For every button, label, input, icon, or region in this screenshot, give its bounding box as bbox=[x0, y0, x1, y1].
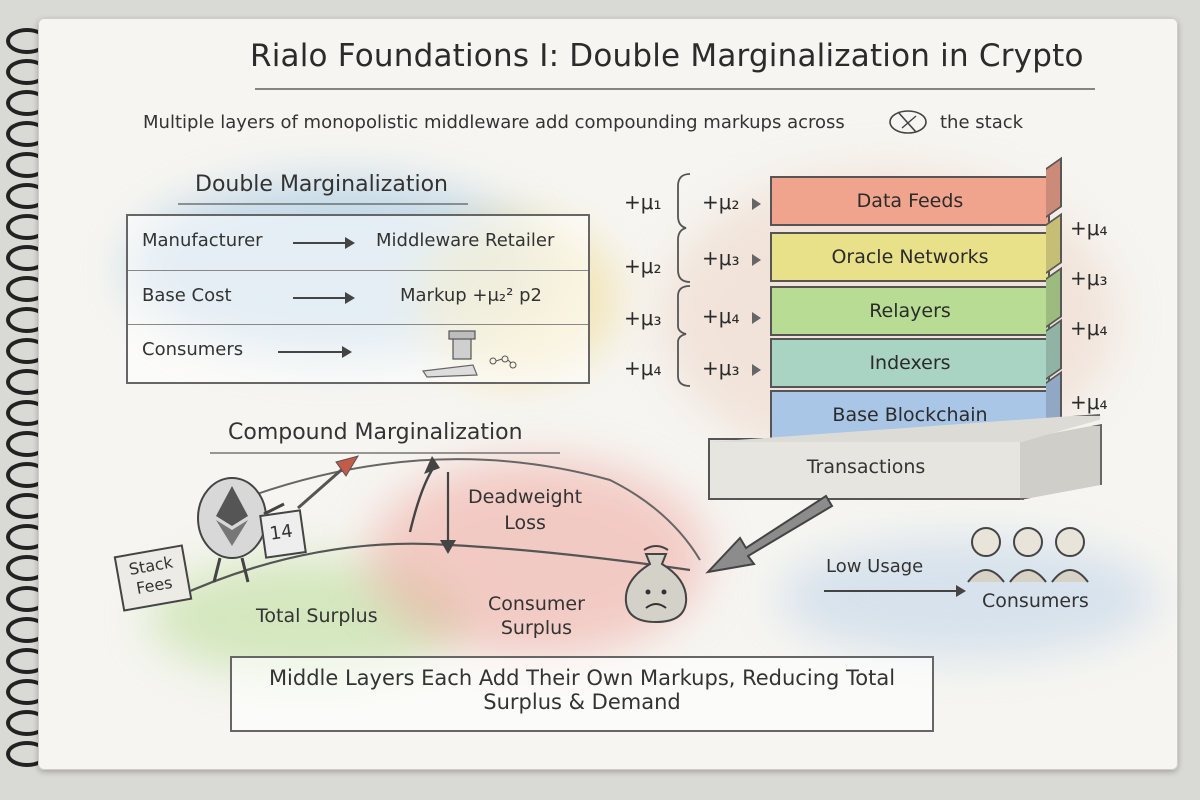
inner-markup-label: +μ₃ bbox=[702, 246, 740, 270]
deadweight-loss-label: Deadweight Loss bbox=[468, 484, 582, 536]
color-wash-right bbox=[778, 538, 1158, 658]
conclusion-line-2: Surplus & Demand bbox=[483, 690, 681, 714]
conclusion-line-1: Middle Layers Each Add Their Own Markups… bbox=[268, 666, 896, 690]
pointer-arrow-icon bbox=[752, 364, 761, 376]
transactions-base: Transactions bbox=[708, 438, 1024, 500]
double-marginalization-table: Manufacturer Middleware Retailer Base Co… bbox=[126, 214, 590, 384]
markup-brackets bbox=[677, 173, 691, 387]
surplus-curve-diagram bbox=[169, 455, 701, 601]
stack-layer-data-feeds: Data Feeds bbox=[770, 156, 1062, 226]
consumer-surplus-line-1: Consumer bbox=[488, 593, 585, 615]
right-markup-label: +μ₄ bbox=[1070, 316, 1108, 340]
right-markup-label: +μ₃ bbox=[1070, 266, 1108, 290]
dm-row-base-cost: Base Cost Markup +μ₂² p2 bbox=[128, 270, 588, 323]
title-underline bbox=[255, 88, 1095, 90]
dm-row-left: Consumers bbox=[142, 339, 244, 360]
dm-row-manufacturer: Manufacturer Middleware Retailer bbox=[128, 216, 588, 268]
page-subtitle-end: the stack bbox=[940, 112, 1024, 133]
consumer-surplus-label: Consumer Surplus bbox=[488, 592, 585, 640]
page-subtitle: Multiple layers of monopolistic middlewa… bbox=[143, 112, 845, 133]
low-usage-label: Low Usage bbox=[826, 556, 924, 577]
transactions-label: Transactions bbox=[806, 456, 926, 478]
right-markup-label: +μ₄ bbox=[1070, 216, 1108, 240]
dm-row-left: Base Cost bbox=[142, 285, 232, 306]
pointer-arrow-icon bbox=[752, 198, 761, 210]
outer-markup-label: +μ₁ bbox=[624, 190, 662, 214]
stack-layer-label: Oracle Networks bbox=[831, 246, 989, 268]
deadweight-line-2: Loss bbox=[504, 512, 546, 534]
dm-row-right: Middleware Retailer bbox=[376, 230, 555, 251]
stack-layer-oracle-networks: Oracle Networks bbox=[770, 212, 1062, 282]
page-title: Rialo Foundations I: Double Marginalizat… bbox=[250, 38, 1084, 74]
double-marginalization-underline bbox=[178, 203, 468, 205]
dm-row-left: Manufacturer bbox=[142, 230, 263, 251]
outer-markup-label: +μ₂ bbox=[624, 254, 662, 278]
inner-markup-label: +μ₄ bbox=[702, 304, 740, 328]
deadweight-line-1: Deadweight bbox=[468, 486, 583, 508]
stack-layer-indexers: Indexers bbox=[770, 318, 1062, 388]
arrow-right-icon bbox=[824, 585, 966, 597]
arrow-right-icon bbox=[293, 237, 355, 249]
conclusion-box: Middle Layers Each Add Their Own Markups… bbox=[230, 656, 934, 732]
ladder-sketch-icon bbox=[421, 330, 517, 378]
outer-markup-label: +μ₄ bbox=[624, 356, 662, 380]
inner-markup-label: +μ₃ bbox=[702, 356, 740, 380]
dm-row-right: Markup +μ₂² p2 bbox=[400, 285, 542, 306]
inner-markup-label: +μ₂ bbox=[702, 190, 740, 214]
arrow-right-icon bbox=[278, 346, 352, 358]
stack-layer-label: Base Blockchain bbox=[832, 404, 988, 426]
double-marginalization-heading: Double Marginalization bbox=[195, 172, 448, 197]
consumers-group-icon bbox=[967, 527, 1089, 583]
stack-fees-sign: Stack Fees bbox=[113, 544, 193, 612]
right-markup-label: +μ₄ bbox=[1070, 390, 1108, 414]
compass-icon bbox=[889, 110, 927, 134]
consumers-label: Consumers bbox=[982, 590, 1089, 612]
arrow-right-icon bbox=[293, 292, 355, 304]
stack-layer-label: Indexers bbox=[869, 352, 951, 374]
ethereum-character-icon bbox=[197, 477, 285, 583]
stack-layer-relayers: Relayers bbox=[770, 266, 1062, 336]
sad-money-bag-icon bbox=[624, 545, 688, 624]
consumer-surplus-line-2: Surplus bbox=[500, 617, 573, 639]
fee-box: 14 bbox=[259, 509, 307, 559]
compound-marginalization-heading: Compound Marginalization bbox=[228, 420, 523, 445]
compound-marginalization-underline bbox=[210, 452, 560, 454]
fee-box-label: 14 bbox=[268, 520, 295, 545]
big-arrow-icon bbox=[705, 494, 834, 574]
stack-layer-label: Data Feeds bbox=[856, 190, 964, 212]
pointer-arrow-icon bbox=[752, 312, 761, 324]
dm-row-consumers: Consumers bbox=[128, 324, 588, 378]
total-surplus-label: Total Surplus bbox=[256, 605, 378, 627]
stack-layer-label: Relayers bbox=[869, 300, 951, 322]
pointer-arrow-icon bbox=[752, 254, 761, 266]
outer-markup-label: +μ₃ bbox=[624, 306, 662, 330]
